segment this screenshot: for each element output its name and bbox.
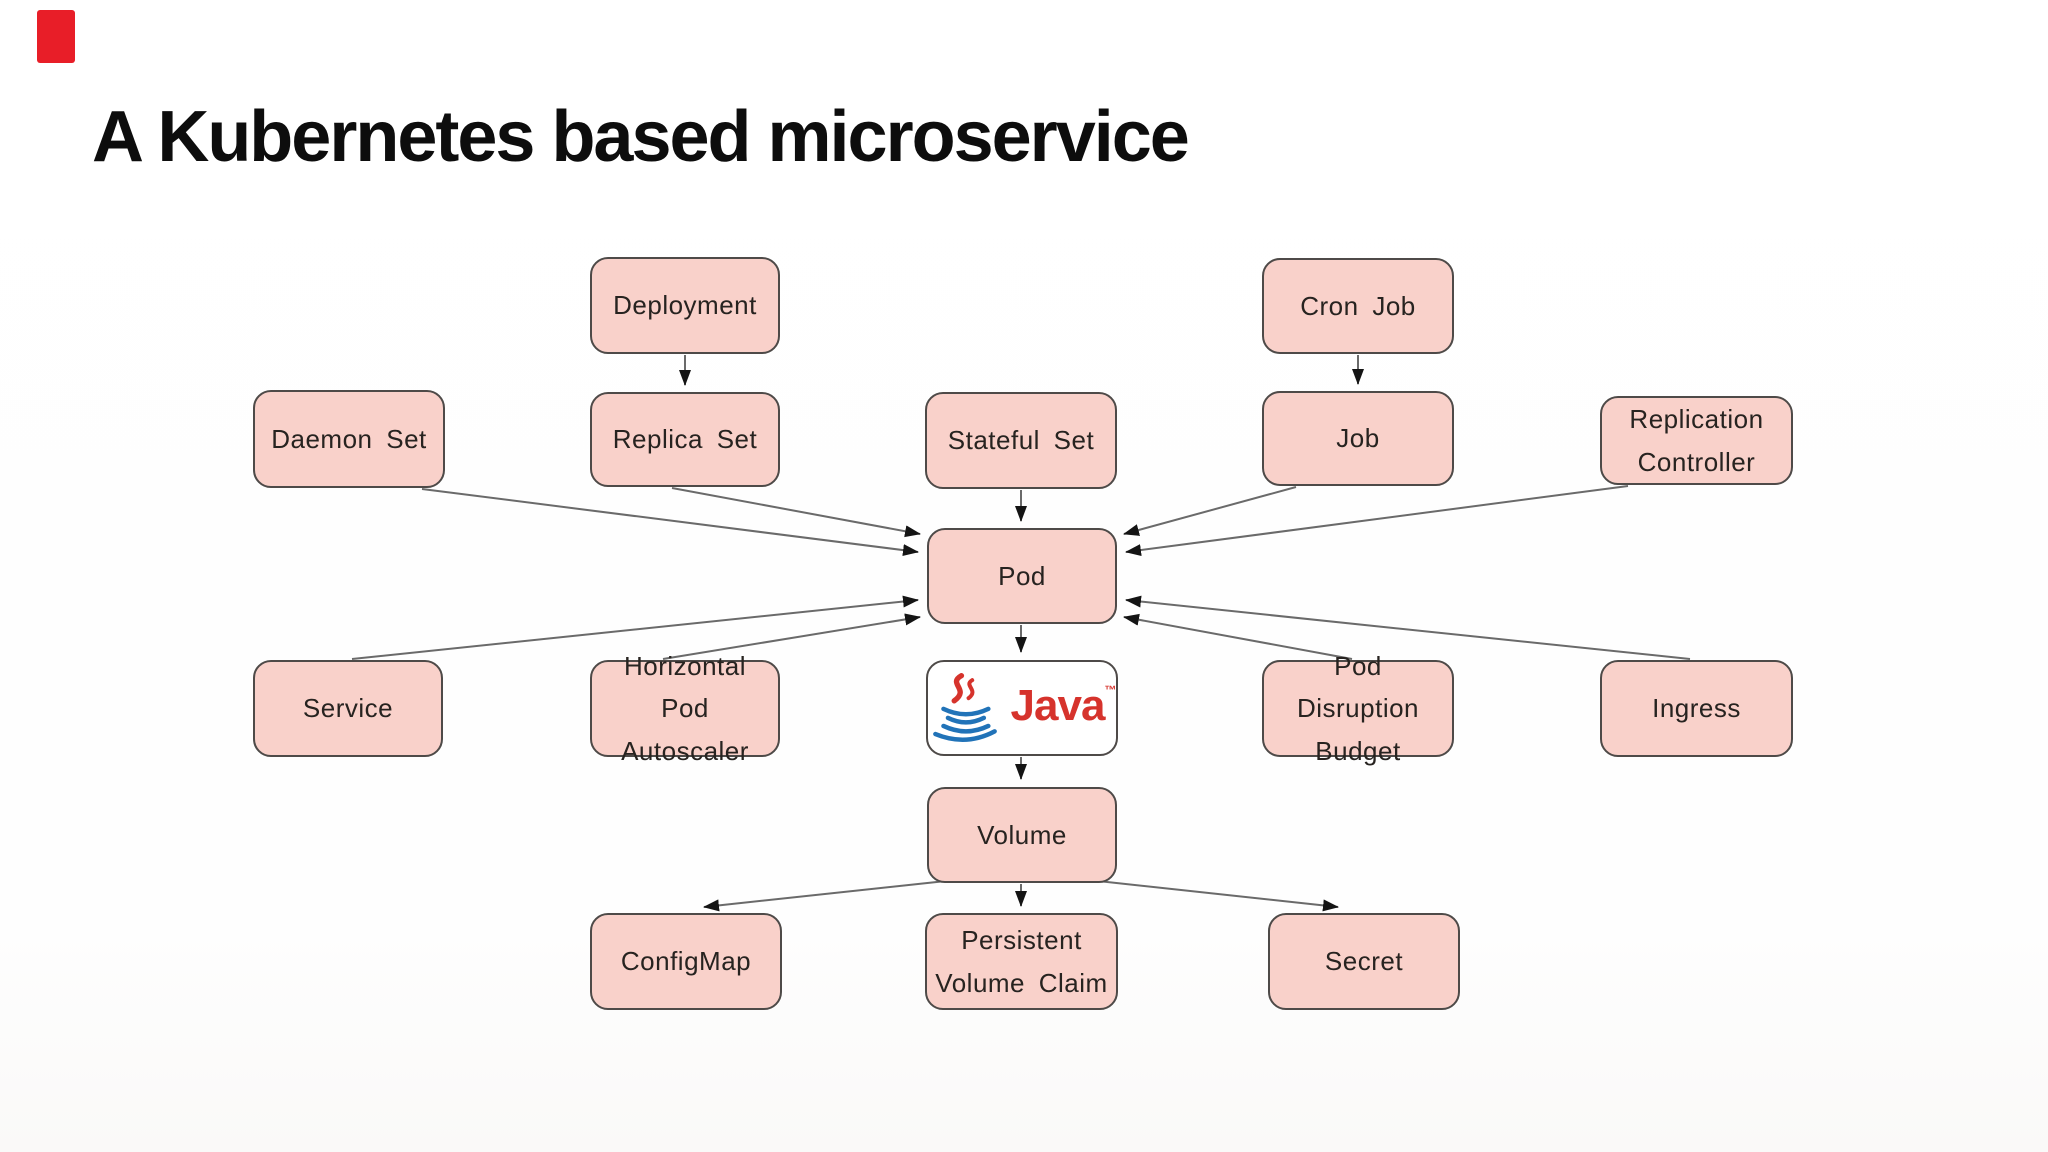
edge-job-pod (1123, 486, 1297, 536)
node-label: Job (1336, 423, 1380, 454)
node-label: Stateful Set (947, 425, 1095, 456)
node-label: Pod Disruption Budget (1296, 651, 1420, 766)
node-daemon-set: Daemon Set (253, 390, 445, 488)
node-secret: Secret (1268, 913, 1460, 1010)
node-label: Persistent Volume Claim (935, 925, 1108, 998)
node-label: Deployment (613, 290, 757, 321)
node-volume: Volume (927, 787, 1117, 883)
node-label: Service (302, 693, 394, 724)
node-ingress: Ingress (1600, 660, 1793, 757)
node-service: Service (253, 660, 443, 757)
java-wordmark: Java™ (1010, 681, 1117, 730)
node-label: ConfigMap (620, 946, 752, 977)
edge-daemon-set-pod (421, 488, 919, 557)
node-deployment: Deployment (590, 257, 780, 354)
node-pod: Pod (927, 528, 1117, 624)
red-marker (37, 10, 75, 63)
edge-service-pod (351, 595, 919, 660)
node-horizontal-pod-autoscaler: Horizontal Pod Autoscaler (590, 651, 780, 766)
node-label: Replica Set (612, 424, 758, 455)
node-label: Daemon Set (271, 423, 427, 454)
edge-volume-configmap (703, 880, 947, 912)
node-label: Secret (1324, 946, 1404, 977)
edge-ingress-pod (1125, 595, 1691, 660)
java-logo: Java™ (929, 673, 1116, 743)
node-replica-set: Replica Set (590, 392, 780, 487)
node-replication-controller: Replication Controller (1600, 396, 1793, 485)
node-persistent-volume-claim: Persistent Volume Claim (925, 913, 1118, 1010)
edge-replica-set-pod (671, 487, 921, 538)
node-label: Ingress (1652, 693, 1741, 724)
node-label: Cron Job (1300, 290, 1416, 321)
node-cron-job: Cron Job (1262, 258, 1454, 354)
node-label: Replication Controller (1629, 404, 1764, 477)
node-label: Volume (977, 819, 1067, 850)
node-label: Pod (998, 560, 1046, 591)
edge-pod-disruption-budget-pod (1123, 613, 1353, 660)
node-pod-disruption-budget: Pod Disruption Budget (1262, 651, 1454, 766)
java-cup-icon (932, 673, 997, 742)
node-label: Horizontal Pod Autoscaler (621, 651, 749, 766)
node-job: Job (1262, 391, 1454, 486)
page-title: A Kubernetes based microservice (92, 97, 1190, 177)
node-java: Java™ (926, 660, 1118, 756)
node-configmap: ConfigMap (590, 913, 782, 1010)
edge-horizontal-pod-autoscaler-pod (662, 613, 921, 660)
java-trademark: ™ (1104, 683, 1116, 697)
node-stateful-set: Stateful Set (925, 392, 1117, 489)
edge-volume-secret (1097, 880, 1339, 912)
edge-replication-controller-pod (1125, 485, 1629, 556)
